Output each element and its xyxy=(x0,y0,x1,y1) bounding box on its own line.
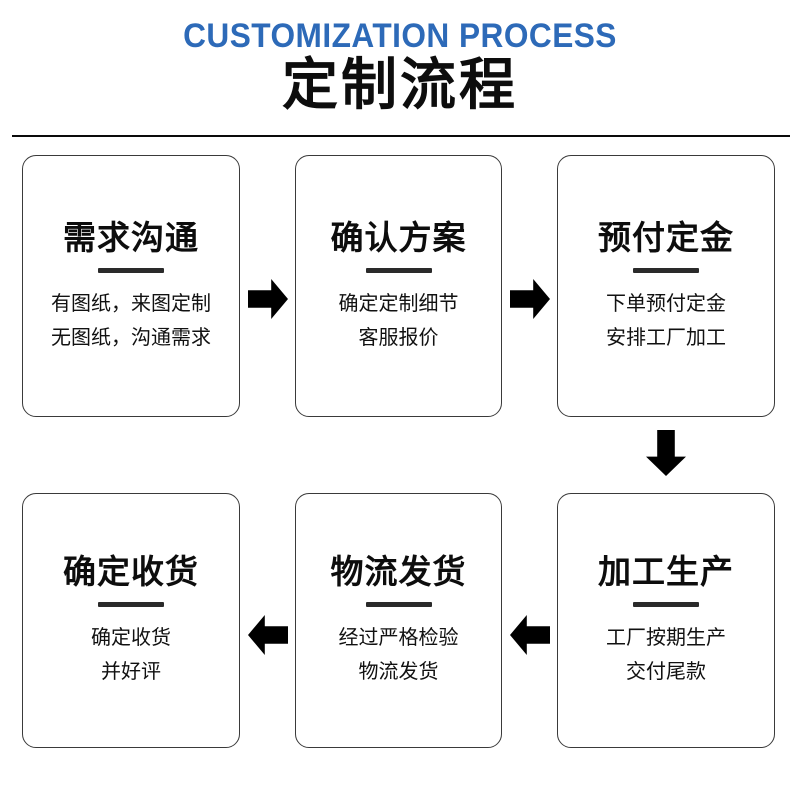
step-description-line-2: 安排工厂加工 xyxy=(606,326,726,349)
process-step-card-4[interactable]: 加工生产 工厂按期生产 交付尾款 xyxy=(557,493,775,748)
step-description-line-2: 无图纸，沟通需求 xyxy=(51,326,211,349)
step-description-line-2: 客服报价 xyxy=(358,326,439,349)
page-title-chinese: 定制流程 xyxy=(282,53,518,116)
step-title-underline xyxy=(98,602,164,607)
arrow-down-icon xyxy=(646,430,686,476)
step-description-line-1: 经过严格检验 xyxy=(338,627,459,649)
process-step-card-6[interactable]: 确定收货 确定收货 并好评 xyxy=(22,493,240,748)
step-description-line-1: 确定收货 xyxy=(91,627,171,649)
step-title: 需求沟通 xyxy=(63,218,199,256)
step-title: 物流发货 xyxy=(330,553,467,590)
step-description-line-1: 工厂按期生产 xyxy=(606,627,726,649)
step-title: 加工生产 xyxy=(598,553,734,590)
step-description-line-2: 并好评 xyxy=(101,661,161,683)
process-step-card-5[interactable]: 物流发货 经过严格检验 物流发货 xyxy=(295,493,502,748)
step-title-underline xyxy=(633,602,699,607)
arrow-right-icon xyxy=(510,279,550,319)
arrow-left-icon xyxy=(248,615,288,655)
header: CUSTOMIZATION PROCESS 定制流程 xyxy=(0,0,800,137)
step-title: 确定收货 xyxy=(63,553,199,590)
process-step-card-1[interactable]: 需求沟通 有图纸，来图定制 无图纸，沟通需求 xyxy=(22,155,240,417)
step-title-underline xyxy=(98,267,164,273)
step-title-underline xyxy=(365,602,432,607)
arrow-right-icon xyxy=(248,279,288,319)
step-title-underline xyxy=(633,267,699,273)
arrow-left-icon xyxy=(510,615,550,655)
step-title: 预付定金 xyxy=(598,218,734,256)
step-description-line-1: 确定定制细节 xyxy=(338,292,459,315)
header-divider xyxy=(12,135,790,137)
step-title-underline xyxy=(365,267,432,273)
process-step-card-3[interactable]: 预付定金 下单预付定金 安排工厂加工 xyxy=(557,155,775,417)
step-description-line-1: 有图纸，来图定制 xyxy=(51,292,211,315)
page-title-english: CUSTOMIZATION PROCESS xyxy=(183,17,617,55)
step-description-line-2: 交付尾款 xyxy=(626,661,706,683)
step-description-line-1: 下单预付定金 xyxy=(606,292,726,315)
step-description-line-2: 物流发货 xyxy=(358,661,439,683)
step-title: 确认方案 xyxy=(330,218,467,256)
process-step-card-2[interactable]: 确认方案 确定定制细节 客服报价 xyxy=(295,155,502,417)
